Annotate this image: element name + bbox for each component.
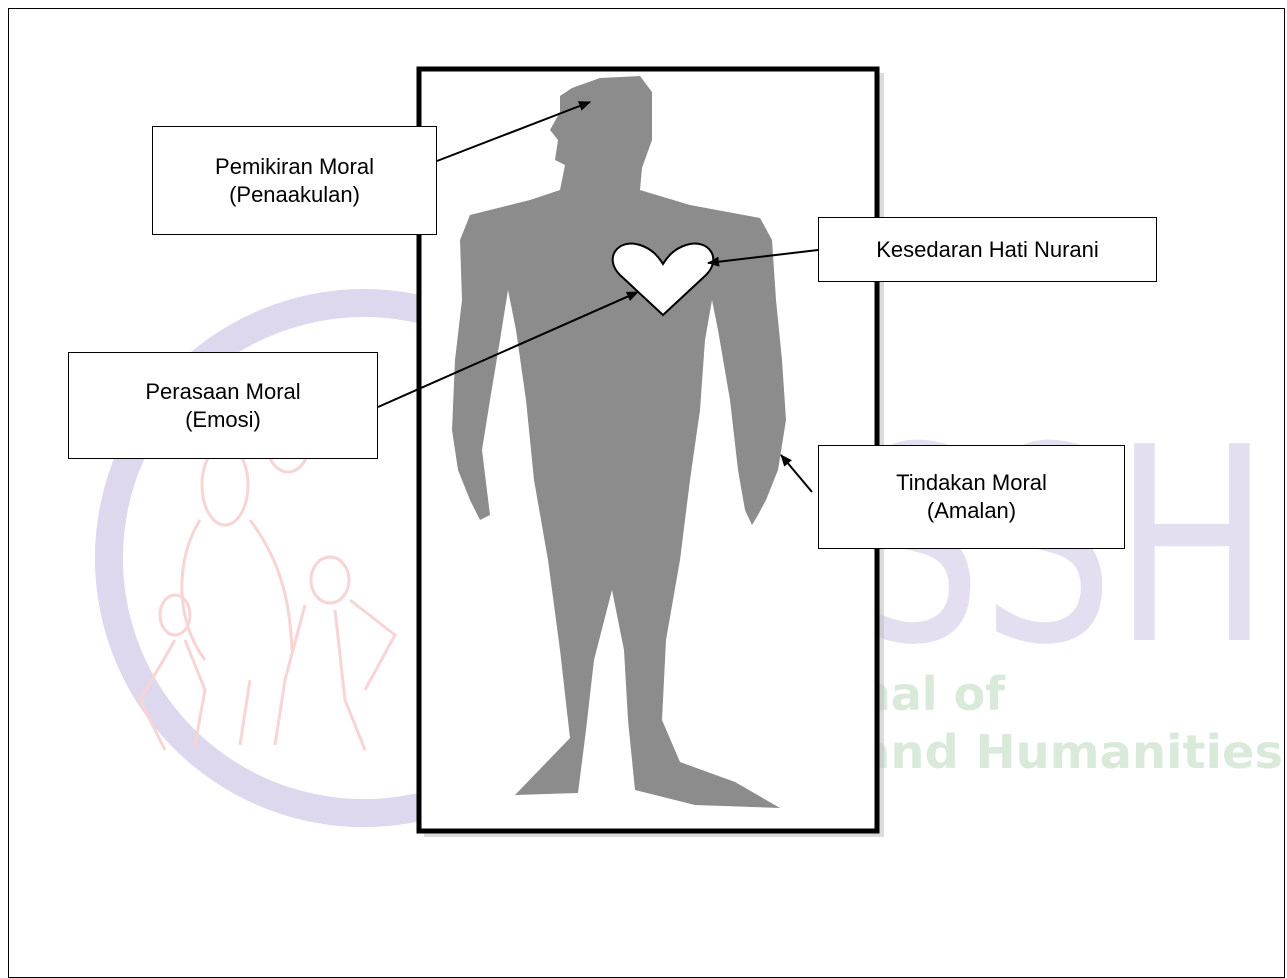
label-kesedaran-hati-nurani: Kesedaran Hati Nurani [818,217,1157,282]
label-kesedaran-line1: Kesedaran Hati Nurani [876,236,1099,264]
label-pemikiran-line2: (Penaakulan) [229,181,360,209]
label-perasaan-moral: Perasaan Moral (Emosi) [68,352,378,459]
label-perasaan-line1: Perasaan Moral [145,378,300,406]
label-tindakan-moral: Tindakan Moral (Amalan) [818,445,1125,549]
label-pemikiran-moral: Pemikiran Moral (Penaakulan) [152,126,437,235]
label-pemikiran-line1: Pemikiran Moral [215,153,374,181]
watermark-figures [140,408,395,750]
label-tindakan-line1: Tindakan Moral [896,469,1047,497]
watermark-line2: and Humanities [858,725,1283,779]
label-tindakan-line2: (Amalan) [927,497,1016,525]
label-perasaan-line2: (Emosi) [185,406,261,434]
